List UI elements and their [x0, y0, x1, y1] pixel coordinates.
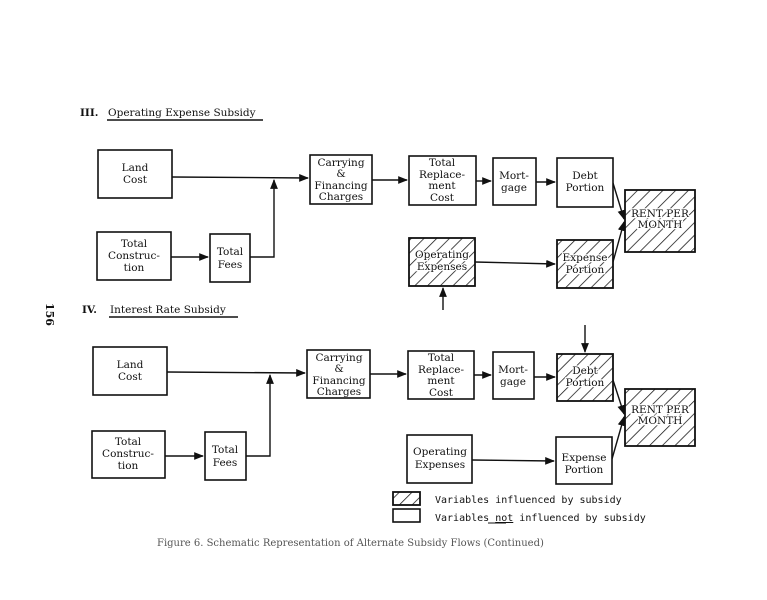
- section-title: Operating Expense Subsidy: [108, 107, 256, 119]
- svg-text:Carrying: Carrying: [317, 157, 364, 169]
- box-rent-per-month: RENT PER MONTH: [624, 189, 696, 253]
- arrow-expense-to-rent: [611, 416, 626, 460]
- svg-text:Charges: Charges: [317, 386, 361, 398]
- svg-text:Mort-: Mort-: [499, 170, 529, 182]
- box-debt-portion: Debt Portion: [556, 157, 614, 208]
- svg-text:Debt: Debt: [572, 170, 598, 182]
- svg-text:Cost: Cost: [118, 371, 143, 383]
- section-iv: IV. Interest Rate Subsidy Land Cost Tota…: [82, 304, 696, 485]
- svg-text:Cost: Cost: [123, 174, 148, 186]
- legend-label: Variables not influenced by subsidy: [435, 513, 646, 524]
- svg-text:&: &: [334, 363, 343, 375]
- box-carrying-financing: Carrying & Financing Charges: [306, 349, 371, 399]
- svg-text:Total: Total: [121, 238, 148, 250]
- arrow-land-to-carrying: [166, 369, 306, 377]
- svg-text:ment: ment: [428, 180, 456, 192]
- box-mortgage: Mort- gage: [492, 351, 535, 400]
- arrow-opex-to-expense: [471, 456, 555, 465]
- box-mortgage: Mort- gage: [492, 157, 537, 206]
- svg-text:Expenses: Expenses: [417, 261, 467, 273]
- legend-item-influenced: Variables influenced by subsidy: [392, 491, 622, 506]
- box-operating-expenses: Operating Expenses: [406, 434, 473, 484]
- box-land-cost: Land Cost: [92, 346, 168, 396]
- page-number: 156: [43, 303, 56, 326]
- svg-text:ment: ment: [427, 375, 455, 387]
- box-operating-expenses: Operating Expenses: [408, 237, 476, 287]
- svg-text:Portion: Portion: [566, 264, 605, 276]
- box-total-fees: Total Fees: [209, 233, 251, 283]
- svg-text:Replace-: Replace-: [418, 364, 465, 376]
- svg-text:Total: Total: [217, 246, 244, 258]
- legend-swatch-plain: [392, 508, 421, 523]
- box-rent-per-month: RENT PER MONTH: [624, 388, 696, 447]
- svg-text:Portion: Portion: [566, 182, 605, 194]
- svg-text:Total: Total: [212, 444, 239, 456]
- svg-text:Charges: Charges: [319, 191, 363, 203]
- svg-text:Total: Total: [428, 352, 455, 364]
- svg-text:Construc-: Construc-: [102, 448, 154, 460]
- svg-text:Financing: Financing: [312, 375, 365, 387]
- svg-text:Financing: Financing: [314, 180, 367, 192]
- svg-text:Expense: Expense: [563, 252, 608, 264]
- section-numeral: IV.: [82, 304, 97, 316]
- svg-text:Total: Total: [429, 157, 456, 169]
- section-numeral: III.: [80, 107, 98, 119]
- box-expense-portion: Expense Portion: [556, 239, 614, 289]
- svg-text:MONTH: MONTH: [638, 415, 683, 427]
- svg-text:Cost: Cost: [430, 192, 455, 204]
- svg-text:Replace-: Replace-: [419, 169, 466, 181]
- svg-text:Portion: Portion: [565, 464, 604, 476]
- section-title: Interest Rate Subsidy: [110, 304, 226, 316]
- arrow-land-to-carrying: [171, 174, 309, 182]
- svg-text:&: &: [336, 168, 345, 180]
- arrow-debt-to-rent: [612, 182, 626, 220]
- section-iii: III. Operating Expense Subsidy Land Cost…: [80, 107, 696, 310]
- legend: Variables influenced by subsidy Variable…: [392, 491, 646, 524]
- box-expense-portion: Expense Portion: [555, 436, 613, 485]
- box-total-replacement-cost: Total Replace- ment Cost: [407, 350, 475, 400]
- legend-item-not-influenced: Variables not influenced by subsidy: [392, 508, 646, 524]
- svg-text:Land: Land: [122, 162, 149, 174]
- box-total-construction: Total Construc- tion: [91, 430, 166, 479]
- svg-text:gage: gage: [501, 182, 527, 194]
- svg-text:tion: tion: [124, 262, 145, 274]
- svg-text:Construc-: Construc-: [108, 250, 160, 262]
- svg-text:Land: Land: [117, 359, 144, 371]
- svg-text:Portion: Portion: [566, 377, 605, 389]
- svg-text:gage: gage: [500, 376, 526, 388]
- svg-text:Mort-: Mort-: [498, 364, 528, 376]
- svg-text:RENT PER: RENT PER: [631, 208, 690, 220]
- svg-text:Cost: Cost: [429, 387, 454, 399]
- arrow-expense-to-rent: [612, 221, 626, 263]
- svg-text:Debt: Debt: [572, 365, 598, 377]
- svg-text:Fees: Fees: [218, 259, 243, 271]
- box-total-replacement-cost: Total Replace- ment Cost: [408, 155, 477, 206]
- svg-text:Operating: Operating: [415, 249, 469, 261]
- box-total-construction: Total Construc- tion: [96, 231, 172, 281]
- svg-text:RENT PER: RENT PER: [631, 404, 690, 416]
- box-debt-portion: Debt Portion: [556, 353, 614, 402]
- connectors: [165, 325, 626, 465]
- legend-label: Variables influenced by subsidy: [435, 495, 622, 506]
- svg-text:tion: tion: [118, 460, 139, 472]
- svg-text:Operating: Operating: [413, 446, 467, 458]
- figure-caption: Figure 6. Schematic Representation of Al…: [157, 538, 544, 549]
- svg-text:Expense: Expense: [562, 452, 607, 464]
- svg-text:Fees: Fees: [213, 457, 238, 469]
- box-carrying-financing: Carrying & Financing Charges: [309, 154, 373, 205]
- legend-swatch-hatched: [392, 491, 421, 506]
- arrow-fees-to-carrying: [250, 179, 278, 258]
- svg-text:MONTH: MONTH: [638, 219, 683, 231]
- box-total-fees: Total Fees: [204, 431, 247, 481]
- arrow-opex-to-expense: [474, 259, 556, 268]
- svg-text:Expenses: Expenses: [415, 459, 465, 471]
- box-land-cost: Land Cost: [97, 149, 173, 199]
- arrow-fees-to-carrying: [246, 374, 274, 457]
- svg-text:Carrying: Carrying: [315, 352, 362, 364]
- connectors: [171, 174, 626, 310]
- svg-text:Total: Total: [115, 436, 142, 448]
- arrow-debt-to-rent: [612, 379, 626, 415]
